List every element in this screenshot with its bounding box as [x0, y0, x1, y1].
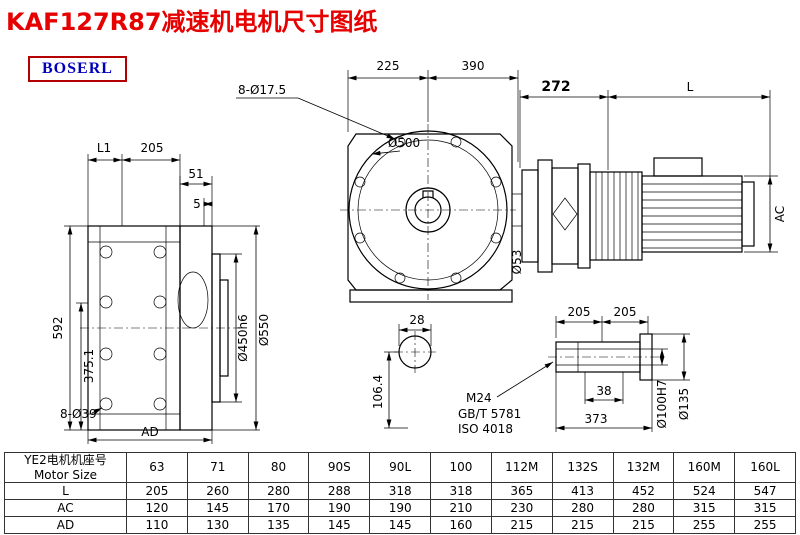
dim-label-592: 592: [51, 317, 65, 340]
dim-label-d100: Ø100H7: [655, 379, 669, 428]
dim-label-373: 373: [585, 412, 608, 426]
cell: 413: [551, 482, 614, 500]
table-row-ad: AD 110 130 135 145 145 160 215 215 215 2…: [4, 516, 796, 534]
row-label: AD: [4, 516, 127, 534]
col-header: 112M: [490, 452, 553, 483]
dim-label-205a: 205: [568, 305, 591, 319]
col-header: 160M: [673, 452, 736, 483]
cell: 145: [186, 499, 249, 517]
cell: 255: [673, 516, 736, 534]
motor-size-table: YE2电机机座号 Motor Size 63 71 80 90S 90L 100…: [4, 452, 796, 534]
dim-label-l: L: [687, 80, 694, 94]
dim-label-ac: AC: [773, 206, 787, 222]
cell: 135: [247, 516, 310, 534]
page-title: KAF127R87减速机电机尺寸图纸: [6, 8, 378, 36]
cell: 190: [308, 499, 371, 517]
cell: 110: [126, 516, 188, 534]
cell: 280: [612, 499, 675, 517]
cell: 365: [490, 482, 553, 500]
cell: 190: [369, 499, 432, 517]
row-label: AC: [4, 499, 127, 517]
dim-label-8xd17: 8-Ø17.5: [238, 83, 286, 97]
col-header: 132S: [551, 452, 614, 483]
cell: 205: [126, 482, 188, 500]
cell: 130: [186, 516, 249, 534]
dim-label-d500: Ø500: [388, 136, 420, 150]
dimension-drawing: L1 205 51 5 592 375.1 8-Ø39 AD Ø450h6 Ø: [51, 59, 787, 444]
table-header-en: Motor Size: [33, 467, 98, 482]
left-side-view: L1 205 51 5 592 375.1 8-Ø39 AD Ø450h6 Ø: [51, 141, 271, 444]
cell: 318: [430, 482, 492, 500]
cell: 524: [673, 482, 736, 500]
cell: 145: [308, 516, 371, 534]
cell: 280: [247, 482, 310, 500]
brand-logo: BOSERL: [28, 56, 127, 82]
dim-label-38: 38: [596, 384, 611, 398]
dim-label-375: 375.1: [82, 349, 96, 383]
motor-side-view: 272 L AC: [511, 79, 787, 273]
dim-label-390: 390: [462, 59, 485, 73]
dim-label-d53: Ø53: [510, 250, 524, 275]
dim-label-51: 51: [188, 167, 203, 181]
standard-label-gb: GB/T 5781: [458, 407, 521, 421]
dim-label-225: 225: [377, 59, 400, 73]
table-header-cn: YE2电机机座号: [24, 453, 107, 468]
dim-label-272: 272: [541, 79, 570, 95]
dim-label-205: 205: [141, 141, 164, 155]
dim-label-5: 5: [193, 197, 201, 211]
cell: 315: [734, 499, 796, 517]
hollow-shaft-detail: 205 205 38 373 M24 GB/T 5781 ISO 4018 Ø1…: [458, 305, 691, 436]
cell: 318: [369, 482, 432, 500]
cell: 215: [612, 516, 675, 534]
cell: 170: [247, 499, 310, 517]
dim-label-8xd39: 8-Ø39: [60, 407, 97, 421]
col-header: 100: [430, 452, 492, 483]
cell: 215: [490, 516, 553, 534]
col-header: 160L: [734, 452, 796, 483]
cell: 452: [612, 482, 675, 500]
col-header: 132M: [612, 452, 675, 483]
cell: 315: [673, 499, 736, 517]
row-label: L: [4, 482, 127, 500]
col-header: 63: [126, 452, 188, 483]
cell: 120: [126, 499, 188, 517]
thread-label-m24: M24: [466, 391, 492, 405]
dim-label-d450: Ø450h6: [236, 314, 250, 362]
col-header: 90S: [308, 452, 371, 483]
col-header: 71: [186, 452, 249, 483]
col-header: 80: [247, 452, 310, 483]
cell: 280: [551, 499, 614, 517]
cell: 230: [490, 499, 553, 517]
col-header: 90L: [369, 452, 432, 483]
shaft-end-view: 28 106.4: [371, 313, 436, 429]
dim-label-106: 106.4: [371, 375, 385, 409]
table-row-ac: AC 120 145 170 190 190 210 230 280 280 3…: [4, 499, 796, 517]
cell: 255: [734, 516, 796, 534]
dim-label-d135: Ø135: [677, 388, 691, 420]
dim-label-28: 28: [409, 313, 424, 327]
cell: 215: [551, 516, 614, 534]
table-header-row: YE2电机机座号 Motor Size 63 71 80 90S 90L 100…: [4, 452, 796, 483]
dim-label-l1: L1: [97, 141, 111, 155]
standard-label-iso: ISO 4018: [458, 422, 513, 436]
cell: 547: [734, 482, 796, 500]
table-row-l: L 205 260 280 288 318 318 365 413 452 52…: [4, 482, 796, 500]
cell: 160: [430, 516, 492, 534]
dim-label-205b: 205: [614, 305, 637, 319]
brand-logo-text: BOSERL: [42, 60, 113, 77]
dim-label-d550: Ø550: [257, 314, 271, 346]
front-view: 225 390 8-Ø17.5 Ø500 Ø53: [236, 59, 524, 303]
table-header-motor-size: YE2电机机座号 Motor Size: [4, 452, 127, 483]
cell: 288: [308, 482, 371, 500]
cell: 210: [430, 499, 492, 517]
cell: 145: [369, 516, 432, 534]
dim-label-ad: AD: [141, 425, 158, 439]
cell: 260: [186, 482, 249, 500]
